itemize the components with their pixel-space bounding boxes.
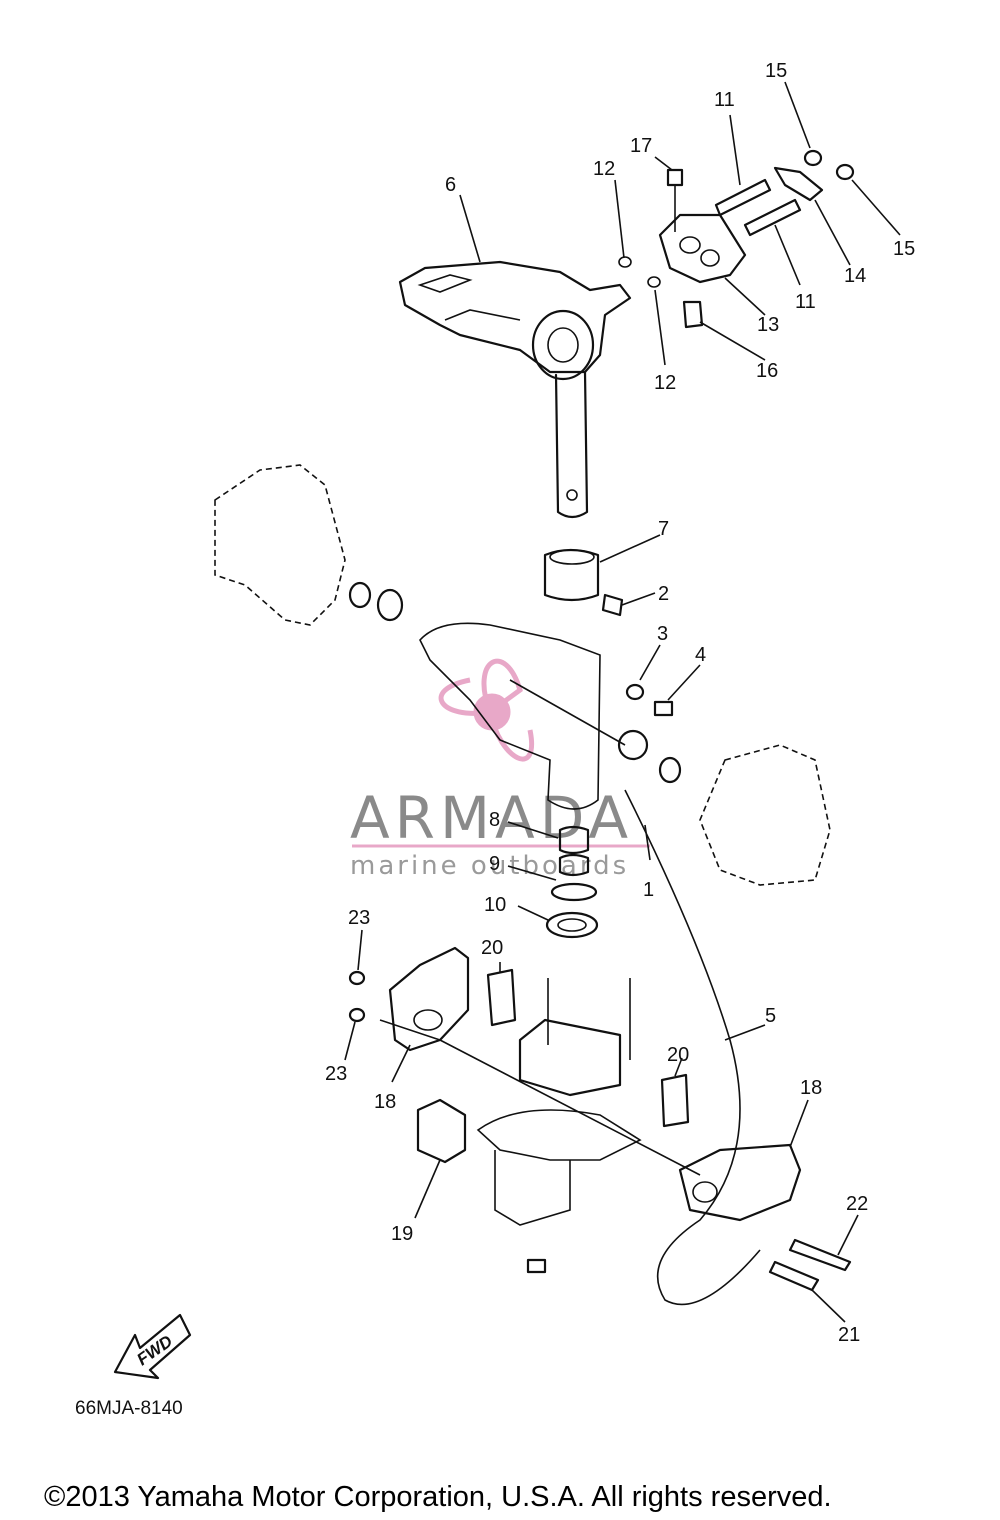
fwd-arrow-icon: FWD bbox=[113, 1313, 192, 1380]
callout-label: 12 bbox=[593, 158, 615, 180]
callout-label: 9 bbox=[489, 853, 500, 875]
callout-label: 14 bbox=[844, 265, 866, 287]
callout-label: 17 bbox=[630, 135, 652, 157]
callout-label: 20 bbox=[481, 937, 503, 959]
watermark-logo: ARMADA marine outboards bbox=[350, 658, 650, 881]
callout-label: 21 bbox=[838, 1324, 860, 1346]
leader-lines bbox=[344, 81, 901, 1323]
callout-label: 22 bbox=[846, 1193, 868, 1215]
callout-label: 18 bbox=[800, 1077, 822, 1099]
callout-label: 1 bbox=[643, 879, 654, 901]
swivel-bracket-part bbox=[214, 464, 831, 886]
lower-bracket-part bbox=[476, 789, 761, 1306]
callout-label: 15 bbox=[765, 60, 787, 82]
callout-labels: 1 2 3 4 5 6 7 8 9 10 11 11 12 12 13 14 1… bbox=[325, 60, 915, 1346]
callout-label: 23 bbox=[325, 1063, 347, 1085]
callout-label: 6 bbox=[445, 174, 456, 196]
callout-label: 13 bbox=[757, 314, 779, 336]
steering-bracket-part bbox=[398, 260, 632, 519]
callout-label: 5 bbox=[765, 1005, 776, 1027]
callout-label: 20 bbox=[667, 1044, 689, 1066]
callout-label: 16 bbox=[756, 360, 778, 382]
diagram-code: 66MJA-8140 bbox=[75, 1398, 183, 1419]
copyright-notice: ©2013 Yamaha Motor Corporation, U.S.A. A… bbox=[44, 1481, 832, 1513]
callout-label: 7 bbox=[658, 518, 669, 540]
callout-label: 11 bbox=[795, 291, 816, 313]
bushing-stack-part bbox=[545, 825, 599, 939]
callout-label: 3 bbox=[657, 623, 668, 645]
clamp-plate-left-part bbox=[348, 946, 701, 1176]
callout-label: 4 bbox=[695, 644, 706, 666]
callout-label: 19 bbox=[391, 1223, 413, 1245]
clamp-plate-right-part bbox=[678, 1143, 852, 1292]
callout-label: 10 bbox=[484, 894, 506, 916]
clamp-cluster-part bbox=[618, 149, 855, 329]
callout-label: 2 bbox=[658, 583, 669, 605]
propeller-icon bbox=[438, 658, 534, 762]
callout-label: 8 bbox=[489, 809, 500, 831]
watermark-brand: ARMADA bbox=[350, 784, 633, 852]
callout-label: 11 bbox=[714, 89, 735, 111]
callout-label: 12 bbox=[654, 372, 676, 394]
callout-label: 23 bbox=[348, 907, 370, 929]
callout-label: 18 bbox=[374, 1091, 396, 1113]
callout-label: 15 bbox=[893, 238, 915, 260]
